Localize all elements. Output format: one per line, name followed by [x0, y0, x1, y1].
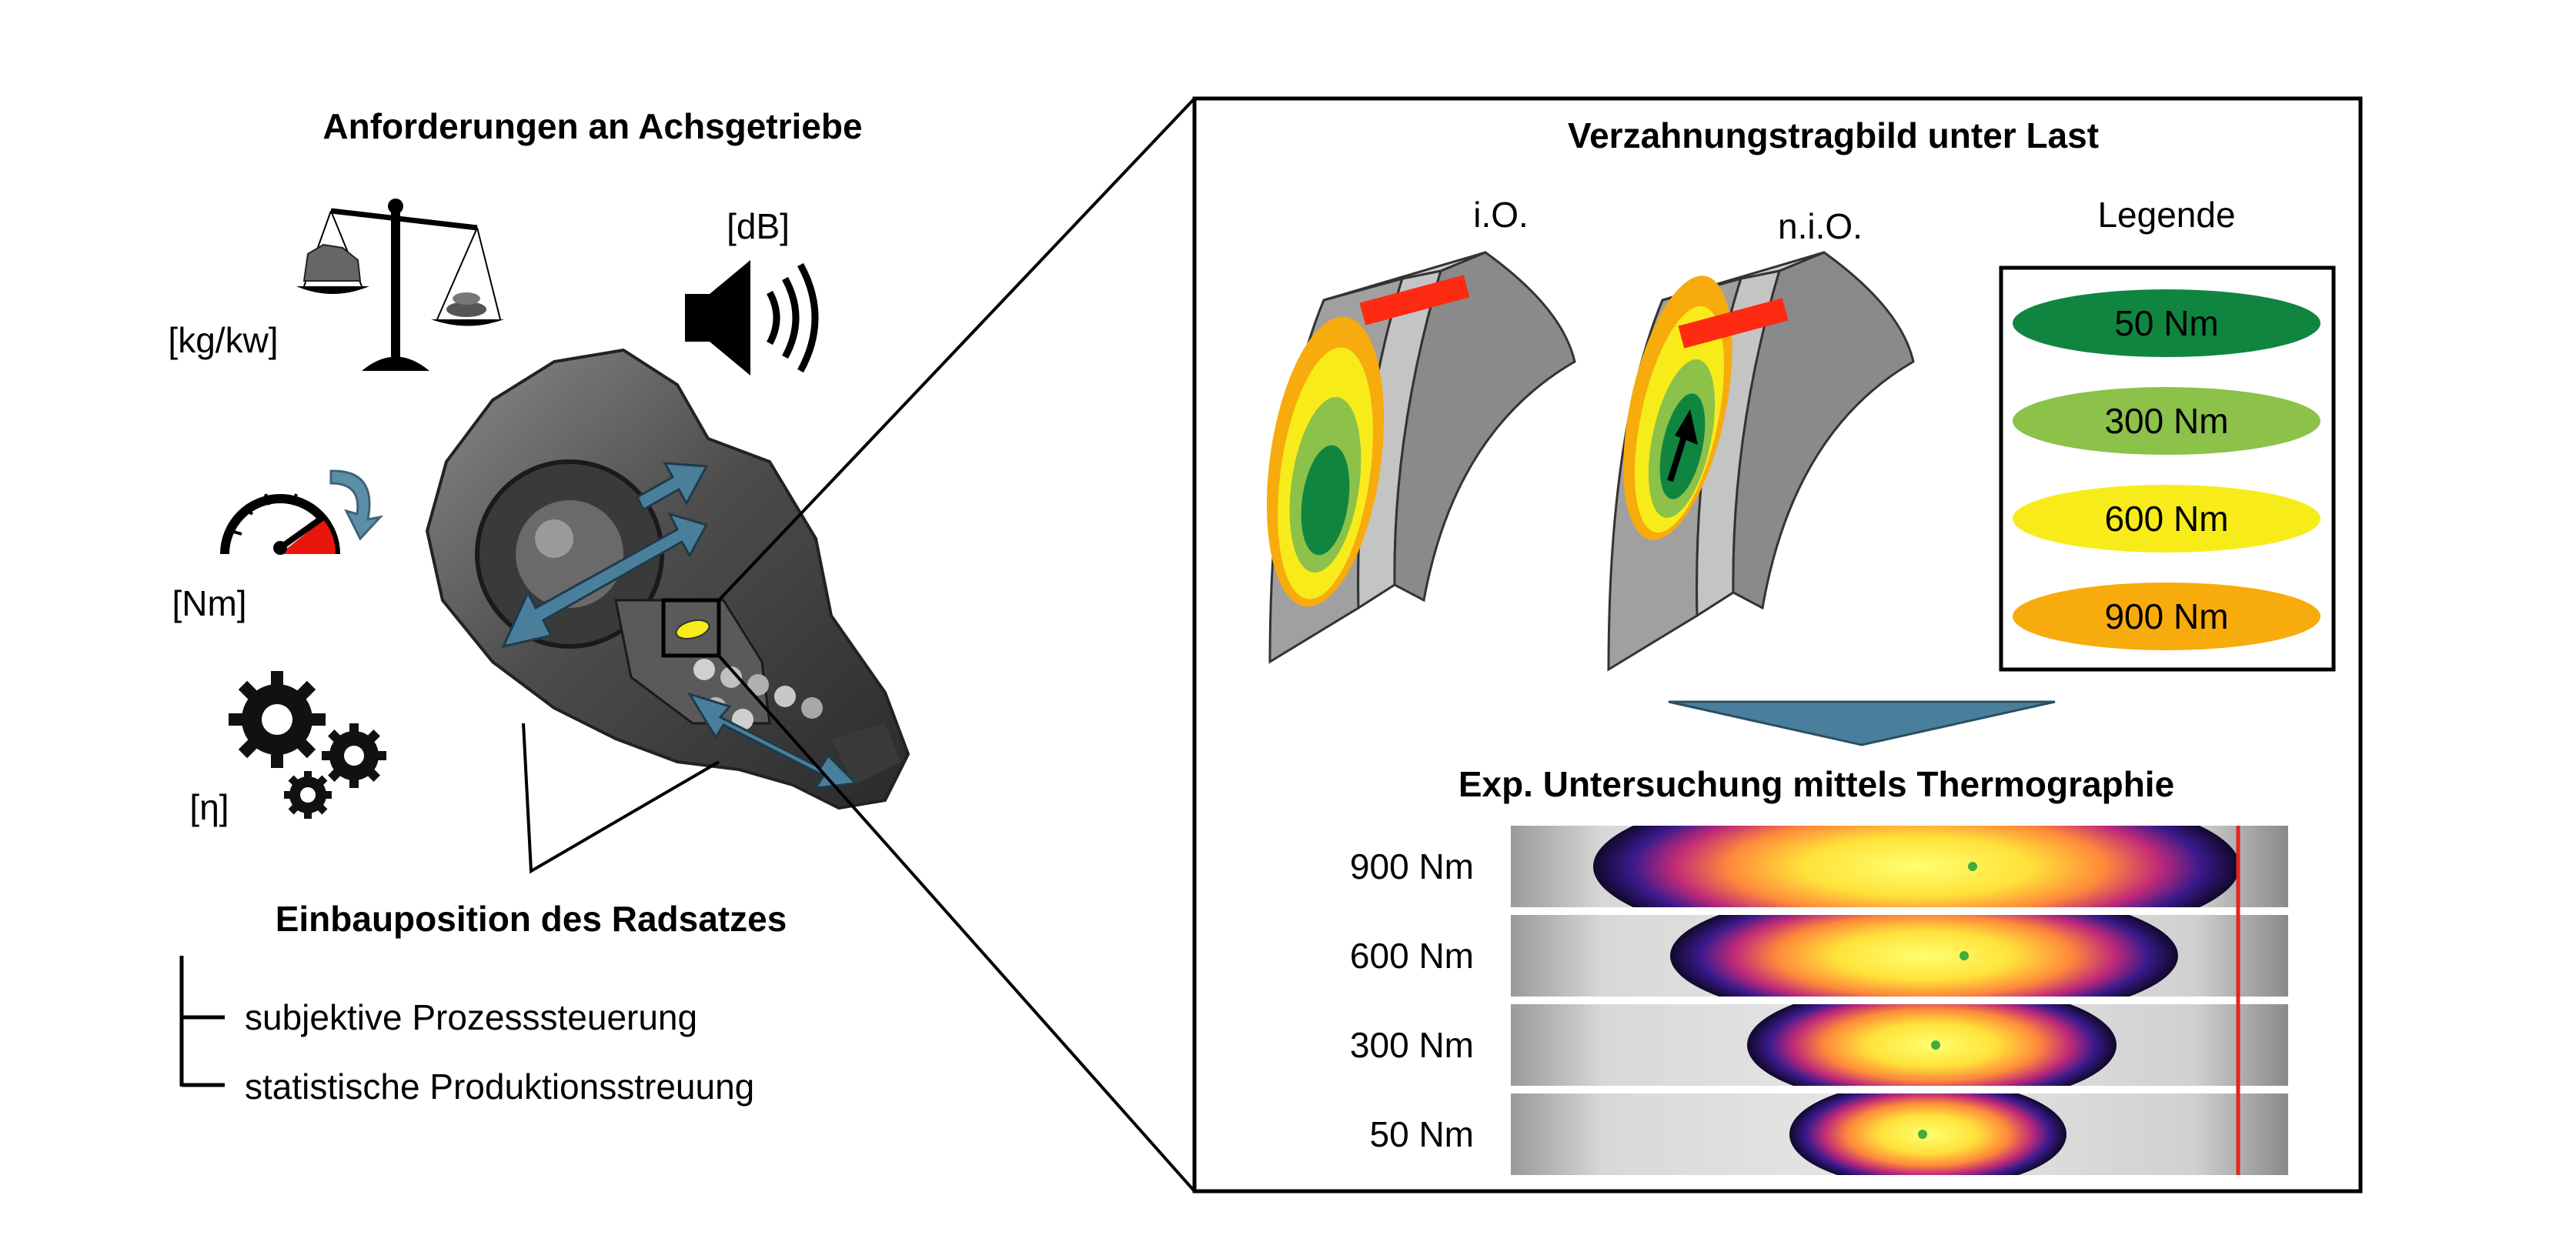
double-arrow-upper — [636, 462, 709, 512]
double-arrow-diagonal — [501, 512, 709, 649]
installation-bracket — [179, 956, 225, 1087]
down-arrow-icon — [1668, 700, 2056, 746]
thermo-strip — [1511, 1004, 2288, 1086]
thermo-strip — [1511, 915, 2288, 997]
gears-icon — [229, 671, 386, 819]
contact-pattern-title: Verzahnungstragbild unter Last — [1568, 115, 2099, 155]
pointer-lines — [522, 723, 720, 874]
center-dot — [1918, 1130, 1927, 1139]
thermo-strip — [1511, 1093, 2288, 1175]
rotate-arrow-icon — [329, 469, 384, 541]
thermo-row-label: 600 Nm — [1350, 936, 1474, 976]
legend-title: Legende — [2097, 195, 2235, 235]
legend-swatch — [2013, 485, 2320, 553]
thermo-strip — [1511, 826, 2288, 907]
tooth-nok — [1607, 251, 1915, 672]
center-dot — [1960, 951, 1969, 960]
tooth-nok-label: n.i.O. — [1778, 206, 1863, 246]
unit-weight-power: [kg/kw] — [168, 320, 278, 360]
legend-label: 900 Nm — [2104, 596, 2228, 636]
unit-efficiency: [η] — [189, 787, 229, 827]
thermo-row-label: 300 Nm — [1350, 1025, 1474, 1065]
heat-spot — [1670, 915, 2178, 997]
speedometer-icon — [220, 493, 340, 555]
thermography-title: Exp. Untersuchung mittels Thermographie — [1458, 764, 2174, 804]
center-dot — [1968, 862, 1977, 871]
unit-noise: [dB] — [727, 206, 790, 246]
legend-label: 300 Nm — [2104, 401, 2228, 441]
zoom-line-top — [717, 97, 1196, 602]
axle-gearbox-image — [425, 348, 910, 810]
thermo-row-label: 900 Nm — [1350, 846, 1474, 886]
tooth-ok — [1266, 251, 1576, 664]
legend-swatch — [2013, 583, 2320, 650]
legend-swatch — [2013, 387, 2320, 455]
unit-torque: [Nm] — [172, 583, 246, 623]
installation-title: Einbauposition des Radsatzes — [276, 899, 787, 939]
tooth-ok-label: i.O. — [1473, 195, 1529, 235]
marker-red-ok — [1359, 275, 1470, 326]
heat-spot — [1593, 826, 2240, 907]
heat-spot — [1789, 1093, 2066, 1175]
speaker-icon — [685, 260, 819, 376]
thermo-row-label: 50 Nm — [1370, 1114, 1474, 1154]
installation-item-1: subjektive Prozesssteuerung — [245, 997, 697, 1037]
double-arrow-lower — [687, 692, 859, 790]
zoom-line-bottom — [717, 654, 1196, 1193]
marker-red-nok — [1678, 298, 1789, 349]
center-dot — [1931, 1040, 1940, 1050]
balance-scale-icon — [296, 199, 504, 371]
installation-item-2: statistische Produktionsstreuung — [245, 1067, 754, 1107]
requirements-title: Anforderungen an Achsgetriebe — [322, 106, 862, 146]
legend-label: 50 Nm — [2114, 303, 2218, 343]
legend-swatch — [2013, 289, 2320, 357]
shift-arrow-icon — [1667, 409, 1698, 482]
legend-label: 600 Nm — [2104, 499, 2228, 539]
detail-box — [661, 598, 721, 658]
